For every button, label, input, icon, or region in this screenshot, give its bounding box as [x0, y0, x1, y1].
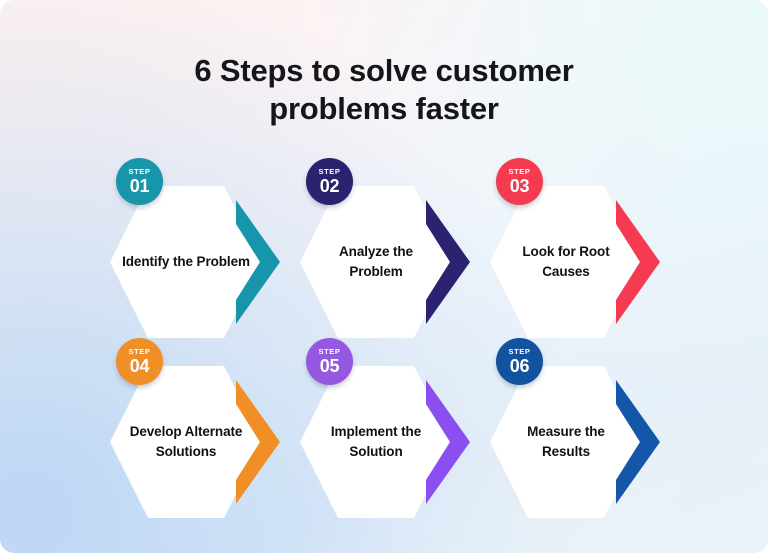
badge-word: STEP [318, 347, 341, 357]
badge-number: 06 [509, 355, 530, 376]
badge-word: STEP [128, 347, 151, 357]
step-label: Analyze the Problem [339, 244, 413, 279]
steps-grid: Identify the Problem STEP 01 Analyze the… [96, 158, 686, 518]
chevron-shape-01 [236, 200, 280, 324]
chevron-shape-03 [616, 200, 660, 324]
step-chevron-icon [424, 200, 472, 324]
step-badge-05: STEP 05 [306, 338, 353, 385]
badge-number: 02 [319, 175, 340, 196]
step-label: Identify the Problem [122, 254, 250, 270]
step-badge-02: STEP 02 [306, 158, 353, 205]
badge-number: 04 [129, 355, 150, 376]
step-chevron-icon [234, 380, 282, 504]
step-badge-06: STEP 06 [496, 338, 543, 385]
page-title-line-2: problems faster [269, 90, 499, 126]
step-card-02[interactable]: Analyze the Problem STEP 02 [286, 158, 482, 338]
step-label: Look for Root Causes [522, 244, 610, 279]
page-title-line-1: 6 Steps to solve customer [194, 53, 574, 88]
chevron-shape-05 [426, 380, 470, 504]
step-badge-01: STEP 01 [116, 158, 163, 205]
badge-word: STEP [508, 167, 531, 177]
step-label: Measure the Results [527, 424, 605, 459]
step-card-01[interactable]: Identify the Problem STEP 01 [96, 158, 292, 338]
badge-number: 05 [319, 355, 340, 376]
badge-word: STEP [128, 167, 151, 177]
chevron-shape-02 [426, 200, 470, 324]
step-label: Implement the Solution [330, 424, 422, 459]
chevron-shape-06 [616, 380, 660, 504]
step-badge-03: STEP 03 [496, 158, 543, 205]
step-label: Develop Alternate Solutions [129, 424, 243, 459]
chevron-shape-04 [236, 380, 280, 504]
step-card-04[interactable]: Develop Alternate Solutions STEP 04 [96, 338, 292, 518]
step-card-03[interactable]: Look for Root Causes STEP 03 [476, 158, 672, 338]
badge-word: STEP [508, 347, 531, 357]
step-chevron-icon [424, 380, 472, 504]
page-title: 6 Steps to solve customer problems faste… [0, 52, 768, 128]
step-badge-04: STEP 04 [116, 338, 163, 385]
badge-number: 01 [129, 175, 150, 196]
step-card-05[interactable]: Implement the Solution STEP 05 [286, 338, 482, 518]
badge-number: 03 [509, 175, 530, 196]
step-chevron-icon [614, 380, 662, 504]
badge-word: STEP [318, 167, 341, 177]
step-card-06[interactable]: Measure the Results STEP 06 [476, 338, 672, 518]
step-chevron-icon [234, 200, 282, 324]
step-chevron-icon [614, 200, 662, 324]
